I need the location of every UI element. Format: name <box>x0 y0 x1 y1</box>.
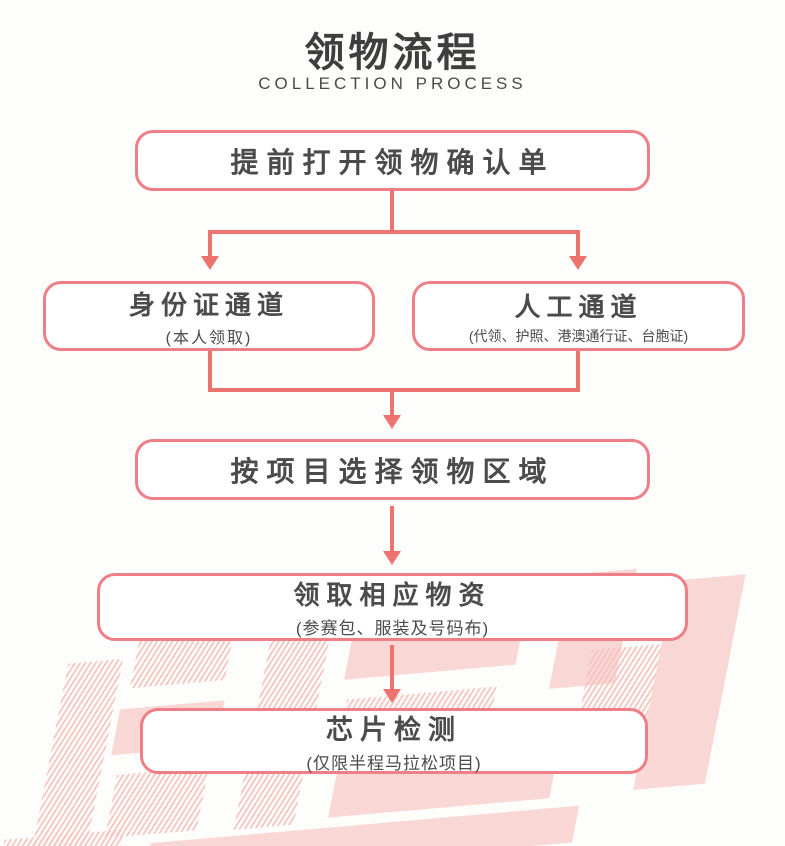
watermark-stroke <box>104 766 209 839</box>
connector-merge-bar <box>208 388 580 392</box>
watermark-stroke <box>143 805 580 846</box>
step-label: 领取相应物资 <box>293 580 492 610</box>
step-note: (代领、护照、港澳通行证、台胞证) <box>468 327 689 344</box>
connector-drop-right <box>576 230 580 258</box>
step-note: (仅限半程马拉松项目) <box>306 754 482 773</box>
arrow-down-icon <box>569 256 587 270</box>
connector-stem <box>390 645 394 690</box>
flow-box-id-channel: 身份证通道 (本人领取) <box>43 281 375 351</box>
step-label: 按项目选择领物区域 <box>230 455 555 487</box>
watermark-stroke <box>29 658 123 846</box>
connector-stem <box>390 506 394 552</box>
step-label: 身份证通道 <box>128 289 289 320</box>
page-title: 领物流程 <box>304 31 481 75</box>
step-label: 芯片检测 <box>326 715 462 745</box>
flow-box-chip-check: 芯片检测 (仅限半程马拉松项目) <box>140 708 648 774</box>
connector-split-bar <box>208 230 580 234</box>
arrow-down-icon <box>383 415 401 429</box>
arrow-down-icon <box>383 689 401 703</box>
step-label: 提前打开领物确认单 <box>230 146 555 178</box>
arrow-down-icon <box>383 551 401 565</box>
step-label: 人工通道 <box>514 291 643 322</box>
connector-stem <box>390 388 394 416</box>
connector-rise-right <box>576 351 580 391</box>
step-note: (本人领取) <box>165 329 253 347</box>
flow-box-collect-materials: 领取相应物资 (参赛包、服装及号码布) <box>97 573 688 641</box>
flow-box-choose-area: 按项目选择领物区域 <box>135 439 650 500</box>
watermark-stroke <box>0 829 125 846</box>
connector-stem <box>390 190 394 232</box>
connector-drop-left <box>208 230 212 258</box>
flow-box-manual-channel: 人工通道 (代领、护照、港澳通行证、台胞证) <box>412 281 745 351</box>
connector-rise-left <box>208 351 212 391</box>
step-note: (参赛包、服装及号码布) <box>295 619 490 638</box>
flow-box-open-confirmation: 提前打开领物确认单 <box>135 130 650 191</box>
arrow-down-icon <box>201 256 219 270</box>
page-subtitle: COLLECTION PROCESS <box>258 74 527 93</box>
